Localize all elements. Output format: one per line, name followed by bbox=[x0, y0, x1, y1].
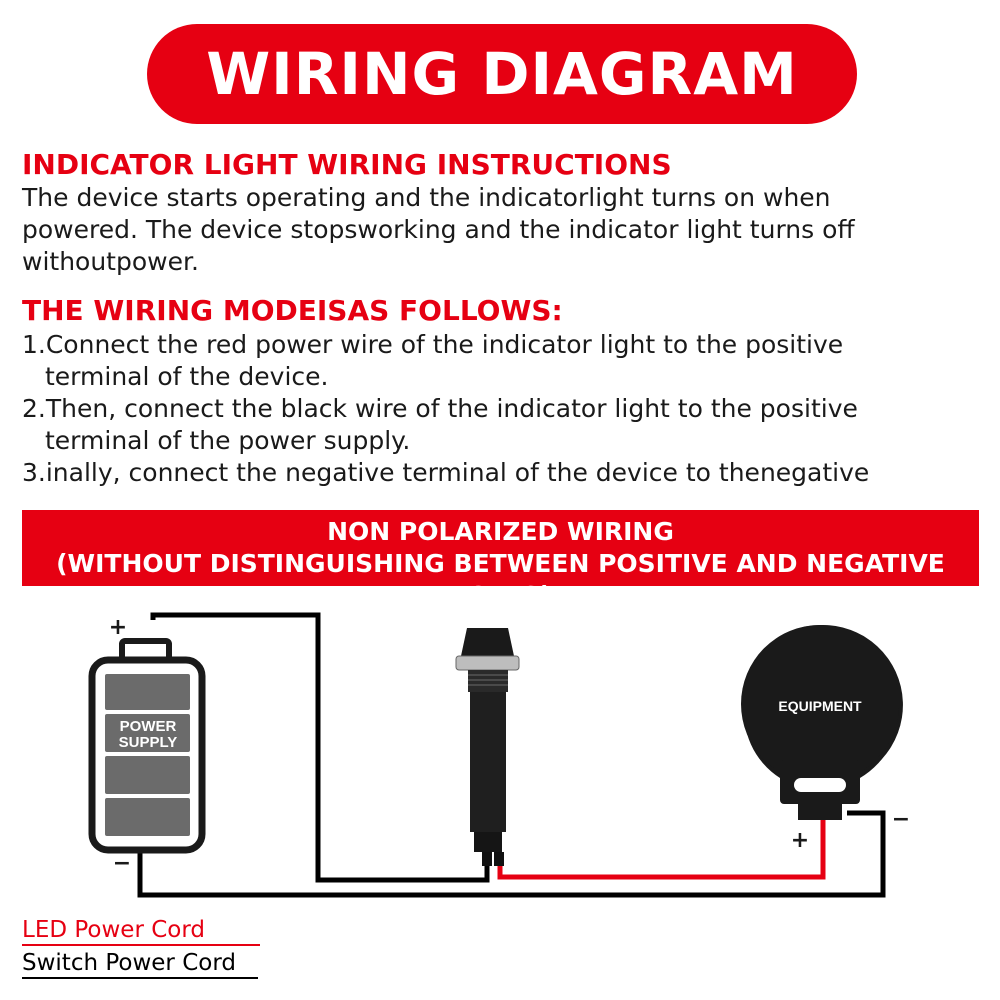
step-3: 3.inally, connect the negative terminal … bbox=[22, 457, 982, 489]
black-wire bbox=[137, 612, 886, 898]
section1-line: powered. The device stopsworking and the… bbox=[22, 215, 855, 244]
legend-black-line bbox=[22, 977, 258, 979]
battery-label-power: POWER bbox=[120, 718, 177, 735]
legend-led-power-cord: LED Power Cord bbox=[22, 917, 260, 946]
equipment-label: EQUIPMENT bbox=[778, 698, 862, 714]
equipment-plus-sign: + bbox=[791, 828, 809, 853]
step-2-line2: terminal of the power supply. bbox=[45, 426, 411, 455]
section1-paragraph: The device starts operating and the indi… bbox=[22, 182, 982, 278]
step-1-line1: 1.Connect the red power wire of the indi… bbox=[22, 330, 844, 359]
indicator-light-icon bbox=[455, 628, 520, 866]
banner-line1: NON POLARIZED WIRING bbox=[327, 517, 674, 546]
step-1-line2: terminal of the device. bbox=[45, 362, 329, 391]
battery-plus-sign: + bbox=[109, 615, 127, 640]
legend-led-label: LED Power Cord bbox=[22, 917, 206, 943]
battery-label-supply: SUPPLY bbox=[119, 734, 178, 751]
wiring-diagram: POWER SUPPLY + − EQUIPMENT + − bbox=[88, 612, 910, 898]
step-1: 1.Connect the red power wire of the indi… bbox=[22, 329, 982, 393]
step-2: 2.Then, connect the black wire of the in… bbox=[22, 393, 982, 457]
title-banner: WIRING DIAGRAM bbox=[147, 24, 857, 124]
red-wire bbox=[497, 820, 826, 880]
legend-red-line bbox=[22, 944, 260, 946]
battery-icon: POWER SUPPLY bbox=[88, 638, 206, 854]
legend-switch-label: Switch Power Cord bbox=[22, 950, 236, 976]
section1-line: withoutpower. bbox=[22, 247, 199, 276]
legend-switch-power-cord: Switch Power Cord bbox=[22, 950, 258, 979]
section1-line: The device starts operating and the indi… bbox=[22, 183, 831, 212]
section2-heading: THE WIRING MODEISAS FOLLOWS: bbox=[22, 294, 563, 327]
non-polarized-banner: NON POLARIZED WIRING (WITHOUT DISTINGUIS… bbox=[22, 510, 979, 610]
banner-line2: (WITHOUT DISTINGUISHING BETWEEN POSITIVE… bbox=[56, 549, 945, 610]
page-title: WIRING DIAGRAM bbox=[206, 40, 798, 108]
equipment-icon: EQUIPMENT bbox=[741, 624, 903, 820]
battery-minus-sign: − bbox=[113, 851, 131, 876]
black-wire-battery-minus-to-equipment bbox=[137, 810, 886, 898]
black-wire-switch-to-battery-plus bbox=[150, 612, 490, 883]
step-3-line1: 3.inally, connect the negative terminal … bbox=[22, 458, 870, 487]
step-2-line1: 2.Then, connect the black wire of the in… bbox=[22, 394, 858, 423]
section1-heading: INDICATOR LIGHT WIRING INSTRUCTIONS bbox=[22, 148, 672, 181]
equipment-minus-sign: − bbox=[892, 807, 910, 832]
